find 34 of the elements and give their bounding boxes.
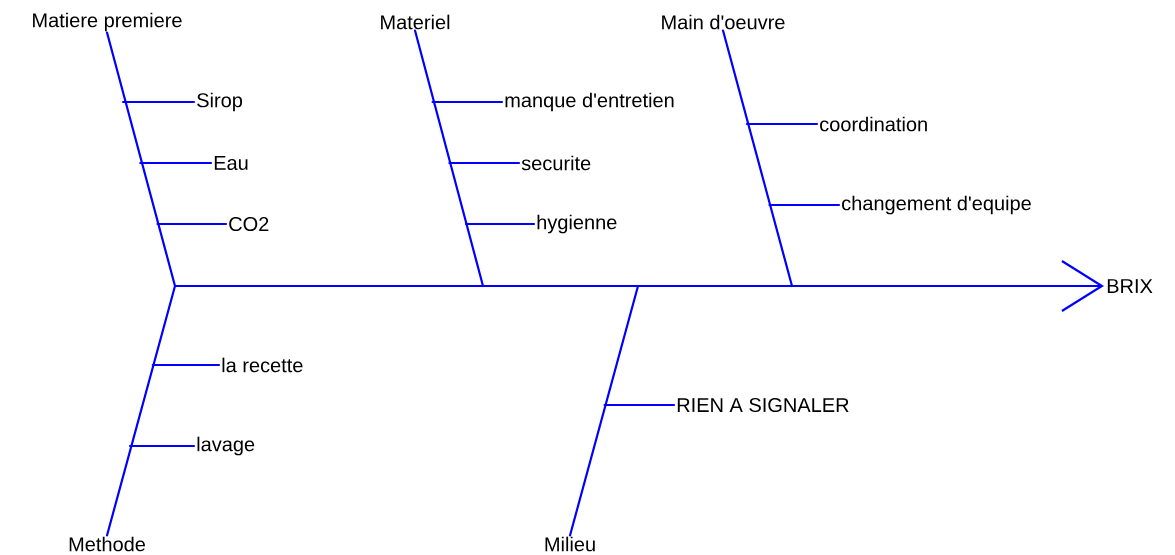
spine-arrow xyxy=(173,260,1104,312)
cause-label: Eau xyxy=(214,156,248,170)
cause-label: la recette xyxy=(222,357,303,373)
category-label: Methode xyxy=(69,536,145,552)
cause-line xyxy=(768,203,841,207)
cause-label: CO2 xyxy=(229,216,269,232)
cause-line xyxy=(431,100,504,104)
bone-line xyxy=(105,31,177,288)
cause-line xyxy=(464,222,536,226)
cause-line xyxy=(128,444,196,448)
bone-line xyxy=(721,29,794,288)
cause-label: RIEN A SIGNALER xyxy=(677,397,849,413)
cause-line xyxy=(122,100,196,104)
cause-line xyxy=(603,403,676,407)
cause-label: coordination xyxy=(820,116,927,132)
cause-line xyxy=(448,161,521,165)
category-label: Main d'oeuvre xyxy=(662,14,785,30)
cause-label: hygienne xyxy=(537,214,617,234)
bone-line xyxy=(413,29,485,288)
category-label: Matiere premiere xyxy=(33,12,182,32)
category-label: Milieu xyxy=(545,536,595,552)
cause-label: lavage xyxy=(197,436,255,456)
cause-line xyxy=(745,122,819,126)
cause-label: Sirop xyxy=(197,92,243,112)
bone-line xyxy=(568,284,640,537)
effect-label: BRIX xyxy=(1107,279,1153,293)
bone-line xyxy=(105,284,177,537)
cause-line xyxy=(156,222,228,226)
cause-line xyxy=(151,363,221,367)
cause-label: manque d'entretien xyxy=(505,92,674,112)
cause-line xyxy=(139,161,213,165)
category-label: Materiel xyxy=(381,14,450,30)
cause-label: securite xyxy=(521,155,591,171)
cause-label: changement d'equipe xyxy=(842,195,1031,215)
